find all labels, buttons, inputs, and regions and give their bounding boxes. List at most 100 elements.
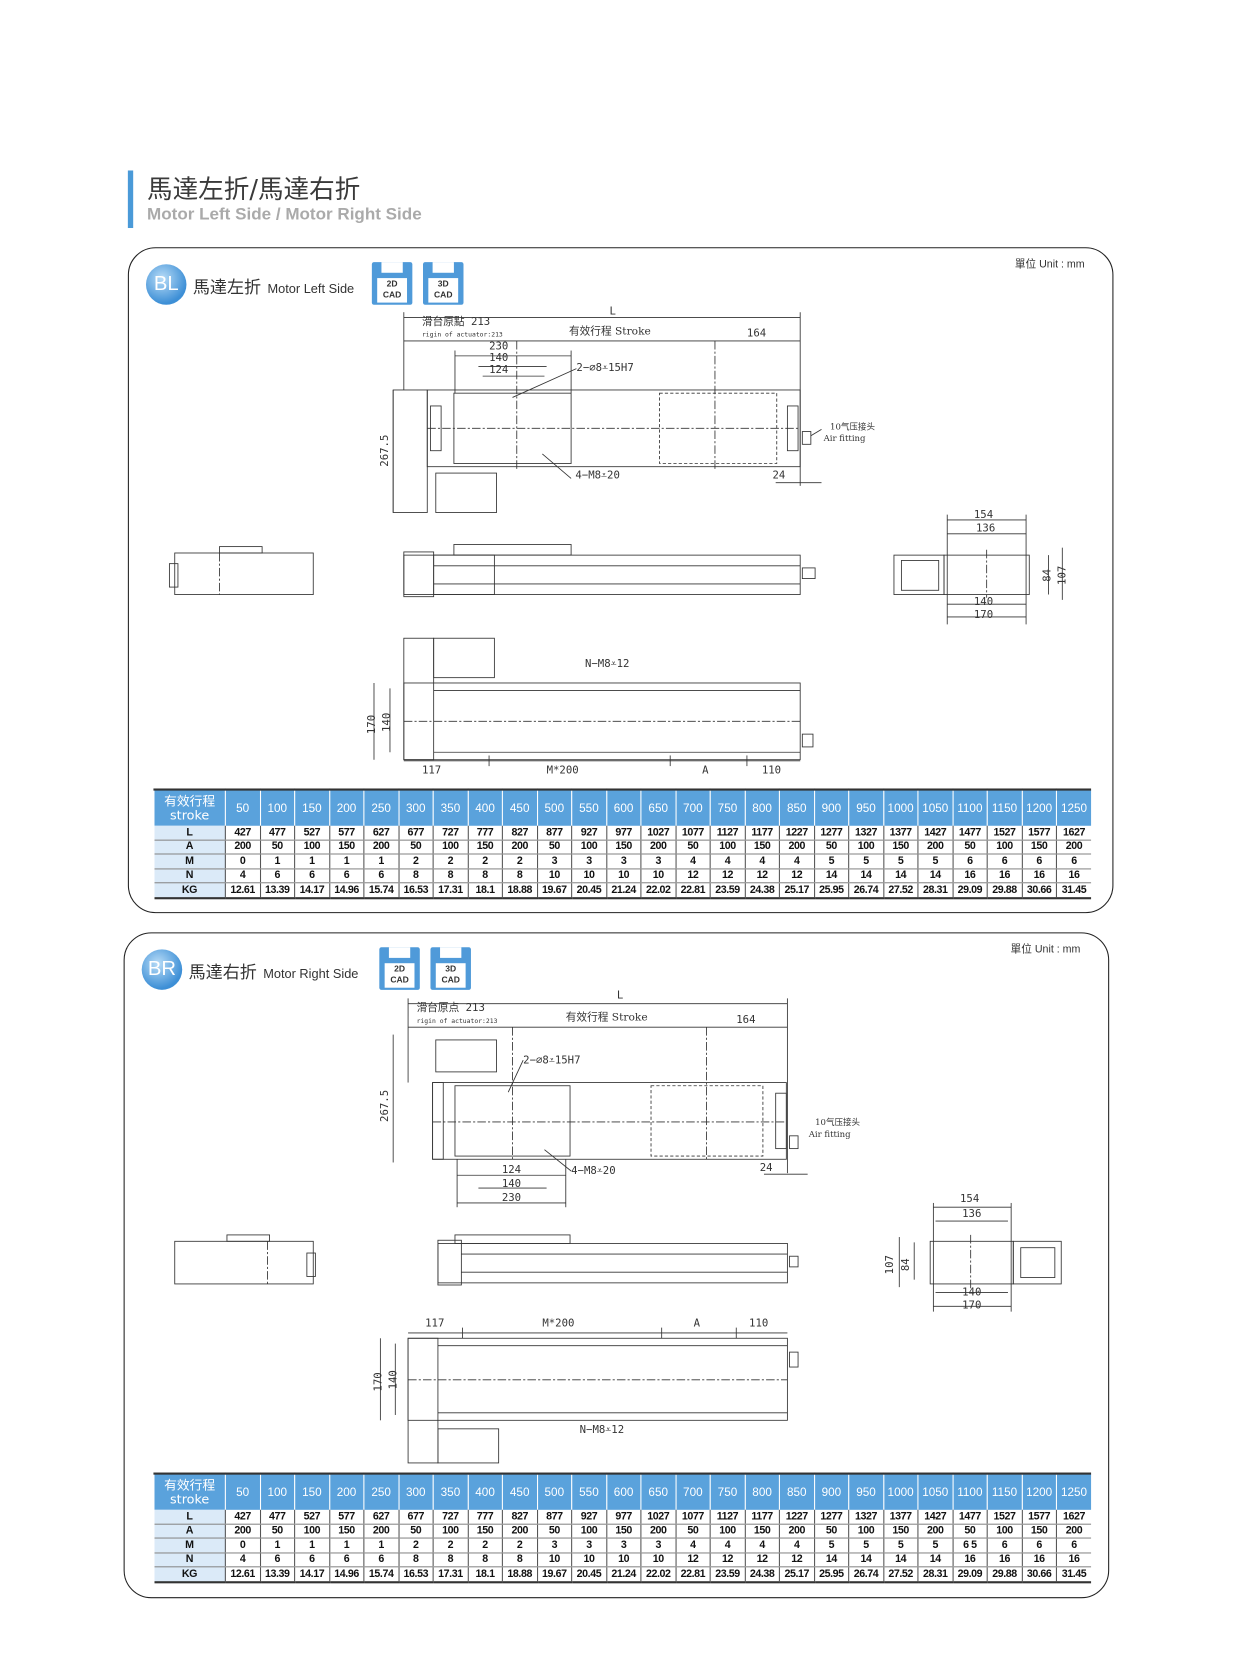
- variant-badge: BL: [145, 264, 187, 305]
- table-cell: 577: [328, 1509, 364, 1525]
- table-cell: 10: [640, 868, 676, 884]
- table-cell: 14.96: [328, 882, 364, 899]
- table-cell: 29.88: [986, 882, 1022, 899]
- table-cell: 12: [778, 1552, 815, 1568]
- stroke-column-header: 850: [778, 789, 815, 826]
- table-cell: 10: [640, 1552, 676, 1568]
- dimension-label-d140v: 140: [381, 712, 394, 732]
- table-cell: 5: [813, 1538, 849, 1553]
- table-cell: 16: [1021, 1552, 1057, 1568]
- table-cell: 1: [328, 853, 364, 869]
- table-cell: 25.95: [813, 1566, 849, 1583]
- table-cell: 677: [397, 1509, 434, 1525]
- table-cell: 31.45: [1055, 882, 1092, 899]
- cad-2d-download-button[interactable]: 2D CAD: [379, 947, 420, 990]
- table-cell: 1027: [640, 825, 676, 841]
- cad-3d-download-button[interactable]: 3D CAD: [423, 262, 464, 305]
- table-cell: 8: [501, 868, 538, 884]
- table-cell: 427: [224, 825, 260, 841]
- dimension-label-d117: 117: [421, 765, 442, 777]
- dimension-label-d170v: 170: [372, 1372, 385, 1392]
- table-cell: 6: [294, 868, 330, 884]
- stroke-column-header: 350: [432, 789, 468, 826]
- table-cell: 6: [294, 1552, 330, 1568]
- table-cell: 2: [501, 1538, 538, 1553]
- table-cell: 1177: [744, 1509, 780, 1525]
- cad-2d-download-button[interactable]: 2D CAD: [371, 262, 413, 305]
- table-cell: 16: [1055, 868, 1092, 884]
- table-cell: 150: [605, 1523, 641, 1539]
- dimension-label-d154: 154: [973, 509, 994, 522]
- cad-3d-download-button[interactable]: 3D CAD: [430, 947, 471, 990]
- stroke-column-header: 750: [709, 1473, 745, 1510]
- stroke-column-header: 400: [467, 1473, 503, 1510]
- table-cell: 150: [328, 1523, 364, 1539]
- table-cell: 200: [1055, 1523, 1092, 1539]
- table-cell: 16: [952, 1552, 988, 1568]
- drawing-outline: [650, 1085, 764, 1157]
- cad-label: 3D CAD: [428, 278, 459, 303]
- table-cell: 3: [640, 1538, 676, 1553]
- table-cell: 200: [917, 839, 953, 855]
- stroke-column-header: 450: [501, 1473, 538, 1510]
- table-cell: 0: [224, 1538, 260, 1553]
- table-cell: 18.1: [467, 882, 503, 899]
- stroke-column-header: 1150: [986, 1473, 1022, 1510]
- table-cell: 31.45: [1055, 1566, 1092, 1583]
- table-cell: 8: [432, 1552, 468, 1568]
- table-cell: 12: [709, 1552, 745, 1568]
- table-cell: 100: [709, 1523, 745, 1539]
- table-cell: 15.74: [363, 882, 399, 899]
- table-cell: 627: [363, 1509, 399, 1525]
- table-cell: 12: [744, 1552, 780, 1568]
- row-label: L: [153, 825, 226, 841]
- table-cell: 12: [744, 868, 780, 884]
- table-cell: 527: [294, 1509, 330, 1525]
- table-cell: 6: [1055, 853, 1092, 869]
- table-cell: 977: [605, 825, 641, 841]
- table-cell: 1127: [709, 825, 745, 841]
- table-cell: 4: [224, 1552, 260, 1568]
- table-cell: 12: [709, 868, 745, 884]
- table-cell: 50: [536, 839, 572, 855]
- table-cell: 1427: [917, 1509, 953, 1525]
- table-cell: 25.17: [778, 882, 815, 899]
- row-label: KG: [153, 1566, 226, 1583]
- stroke-column-header: 1250: [1055, 1473, 1092, 1510]
- drawing-outline: [929, 1240, 1014, 1285]
- table-cell: 150: [882, 839, 918, 855]
- stroke-column-header: 200: [328, 1473, 364, 1510]
- dimension-label-d140v: 140: [387, 1370, 400, 1390]
- dimension-label-d170b: 170: [973, 609, 994, 622]
- table-cell: 200: [501, 839, 538, 855]
- page-subtitle: Motor Left Side / Motor Right Side: [147, 205, 422, 224]
- drawing-outline: [437, 1239, 462, 1286]
- drawing-outline: [433, 637, 495, 679]
- table-cell: 5: [917, 853, 953, 869]
- dimension-label-d164: 164: [736, 1014, 756, 1027]
- dimension-label-m8: 4−M8⩡20: [571, 1165, 616, 1178]
- drawing-outline: [789, 1351, 799, 1368]
- table-cell: 200: [224, 1523, 260, 1539]
- table-cell: 8: [432, 868, 468, 884]
- table-cell: 1: [294, 1538, 330, 1553]
- stroke-column-header: 700: [675, 789, 711, 826]
- table-cell: 8: [467, 1552, 503, 1568]
- table-cell: 6: [363, 868, 399, 884]
- table-cell: 18.88: [501, 1566, 538, 1583]
- table-cell: 3: [536, 853, 572, 869]
- table-cell: 1127: [709, 1509, 745, 1525]
- dimension-label-d110: 110: [749, 1318, 769, 1330]
- table-cell: 26.74: [848, 882, 884, 899]
- stroke-column-header: 800: [744, 1473, 780, 1510]
- dimension-label-m8: 4−M8⩡20: [575, 469, 620, 482]
- floppy-disk-icon: [381, 262, 403, 273]
- table-cell: 18.88: [501, 882, 538, 899]
- dimension-label-L: L: [616, 989, 624, 1002]
- table-cell: 15.74: [363, 1566, 399, 1583]
